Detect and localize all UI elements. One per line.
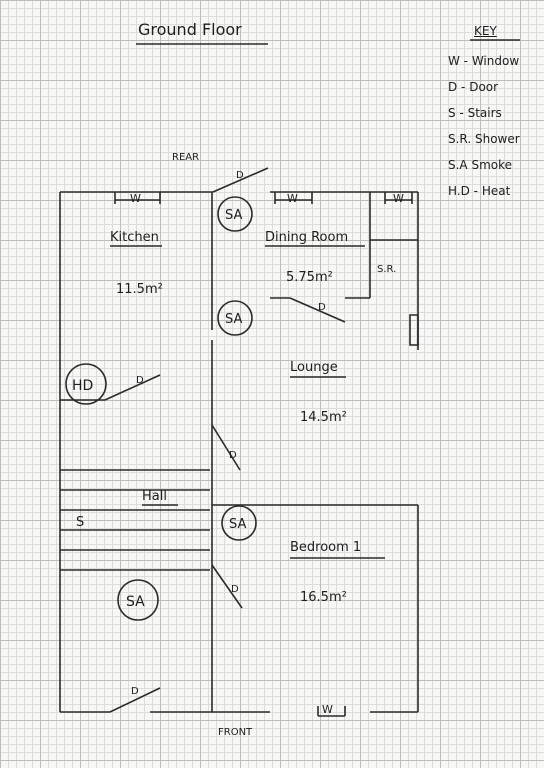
heat-detector-circle (65, 363, 107, 405)
stairs (60, 469, 210, 571)
dining-name: Dining Room (265, 230, 349, 245)
lounge-name: Lounge (290, 360, 338, 375)
door-label-rear: D (236, 170, 244, 181)
door-label-bedroom: D (231, 584, 239, 595)
window-dining (274, 192, 313, 204)
key-entry-smoke: S.A Smoke (448, 158, 513, 172)
shower-label: S.R. (377, 264, 396, 275)
door-label-lounge: D (229, 450, 237, 461)
door-label-dining: D (318, 302, 326, 313)
bedroom-name: Bedroom 1 (290, 540, 362, 555)
key-entry-stairs: S - Stairs (448, 106, 502, 120)
bedroom-door (211, 564, 243, 609)
hall-name: Hall (142, 489, 167, 504)
window-label-shower: W (393, 192, 404, 205)
key-heading: KEY (474, 24, 497, 38)
rear-label: REAR (172, 152, 200, 163)
window-label-front: W (322, 703, 333, 716)
bedroom-area: 16.5m² (300, 590, 347, 605)
smoke-alarm-circle-3 (221, 505, 257, 541)
smoke-alarm-2: SA (225, 312, 242, 327)
smoke-alarm-4: SA (126, 594, 145, 610)
kitchen-name: Kitchen (110, 230, 159, 245)
front-door (109, 687, 161, 713)
smoke-alarm-1: SA (225, 208, 242, 223)
dining-area: 5.75m² (286, 270, 333, 285)
window-shower (384, 192, 413, 204)
key-entry-shower: S.R. Shower (448, 132, 520, 146)
key-entry-heat: H.D - Heat (448, 184, 511, 198)
kitchen-door (104, 374, 161, 401)
window-front (317, 706, 346, 717)
window-kitchen (114, 192, 161, 204)
lounge-door (211, 424, 241, 471)
kitchen-area: 11.5m² (116, 282, 163, 297)
window-label-dining: W (287, 192, 298, 205)
door-label-kitchen: D (136, 375, 144, 386)
front-label: FRONT (218, 727, 253, 738)
door-label-front: D (131, 686, 139, 697)
smoke-alarm-3: SA (229, 517, 246, 532)
key-entry-door: D - Door (448, 80, 499, 94)
smoke-alarm-circle-4 (117, 579, 159, 621)
rear-door (212, 167, 269, 193)
dining-door (289, 297, 346, 323)
window-label-kitchen: W (130, 192, 141, 205)
smoke-alarm-circle-1 (217, 196, 253, 232)
heat-detector: HD (72, 378, 93, 394)
key-entry-window: W - Window (448, 54, 520, 68)
smoke-alarm-circle-2 (217, 300, 253, 336)
side-marker (409, 314, 419, 346)
stairs-label: S (76, 515, 84, 530)
lounge-area: 14.5m² (300, 410, 347, 425)
page-title: Ground Floor (138, 20, 242, 39)
